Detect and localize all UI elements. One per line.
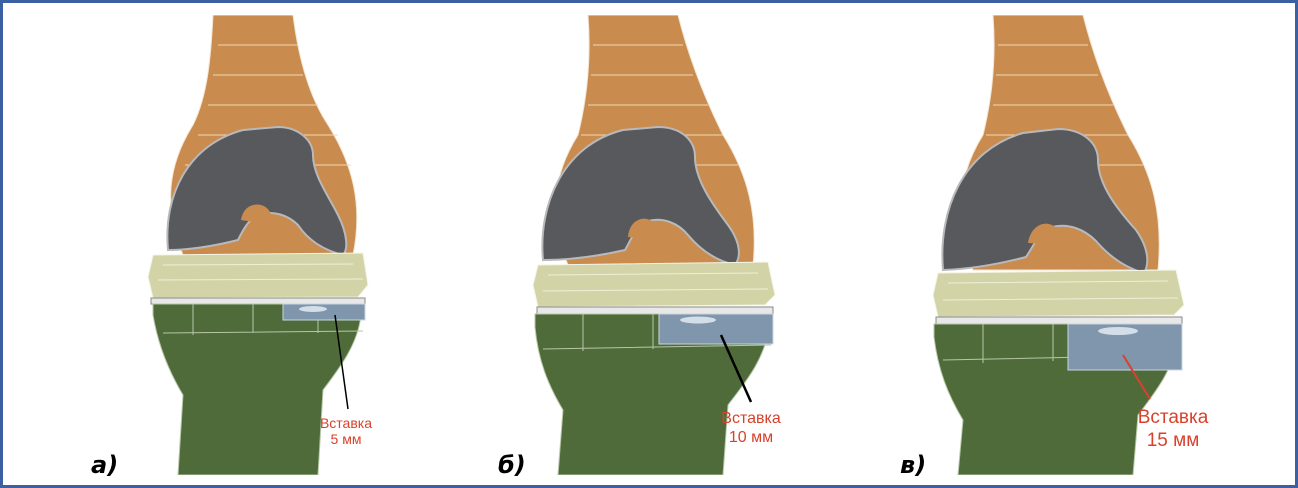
panel-label-c: в) xyxy=(900,451,926,479)
augment-5mm xyxy=(283,304,365,320)
panel-label-a: а) xyxy=(91,451,118,479)
callout-label-c: Вставка 15 мм xyxy=(1128,406,1218,452)
callout-size-a: 5 мм xyxy=(301,431,391,447)
knee-implant-model-a xyxy=(123,15,423,475)
callout-label-b: Вставка 10 мм xyxy=(701,409,801,447)
callout-text-c: Вставка xyxy=(1128,406,1218,429)
knee-model-panel-b: Вставка 10 мм xyxy=(513,15,813,475)
panel-label-b: б) xyxy=(498,451,526,479)
augment-10mm xyxy=(659,314,773,344)
knee-model-panel-a: Вставка 5 мм xyxy=(123,15,423,475)
callout-size-b: 10 мм xyxy=(701,428,801,447)
callout-text-a: Вставка xyxy=(301,415,391,431)
knee-model-panel-c: Вставка 15 мм xyxy=(918,15,1218,475)
callout-size-c: 15 мм xyxy=(1128,429,1218,452)
callout-text-b: Вставка xyxy=(701,409,801,428)
callout-label-a: Вставка 5 мм xyxy=(301,415,391,447)
knee-implant-model-b xyxy=(513,15,813,475)
